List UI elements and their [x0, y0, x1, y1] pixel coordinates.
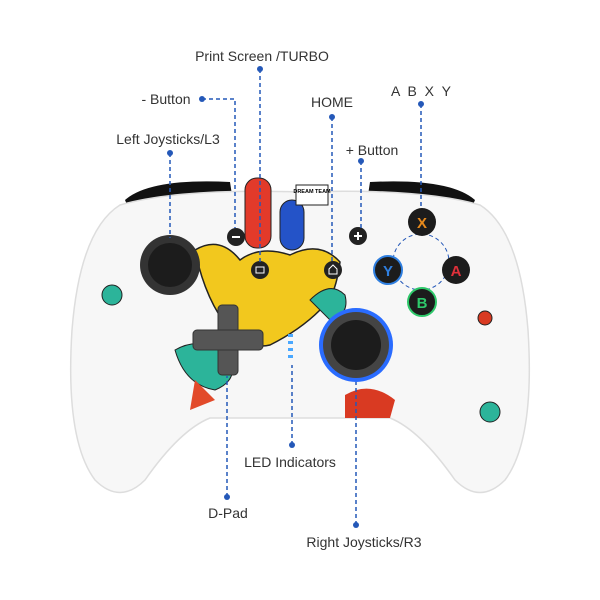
right-joystick [331, 320, 381, 370]
label-home: HOME [311, 94, 353, 110]
a-button [442, 256, 470, 284]
label-dpad: D-Pad [208, 505, 248, 521]
label-plus-button: + Button [345, 142, 399, 158]
y-button [373, 255, 403, 285]
label-led-indicators: LED Indicators [244, 454, 336, 470]
red-monster-art [244, 177, 272, 249]
dream-team-sign [295, 184, 329, 206]
x-button [408, 208, 436, 236]
label-print-screen: Print Screen /TURBO [195, 48, 329, 64]
print-screen-button [251, 261, 269, 279]
label-minus-button: - Button [141, 91, 191, 107]
home-button [324, 261, 342, 279]
label-right-joystick: Right Joysticks/R3 [306, 534, 422, 550]
callout-lines [169, 69, 422, 525]
label-abxy: A B X Y [391, 83, 453, 99]
svg-text:B: B [417, 295, 428, 312]
blue-monster-art [279, 199, 305, 251]
label-left-joystick: Left Joysticks/L3 [116, 131, 220, 147]
callout-dots [167, 66, 424, 528]
svg-text:Y: Y [383, 263, 393, 280]
svg-text:A: A [451, 263, 462, 280]
led-indicators [288, 334, 293, 358]
sign-text: DREAM TEAM [293, 189, 331, 195]
b-button [407, 287, 437, 317]
dpad [192, 304, 264, 376]
svg-text:X: X [417, 215, 427, 232]
